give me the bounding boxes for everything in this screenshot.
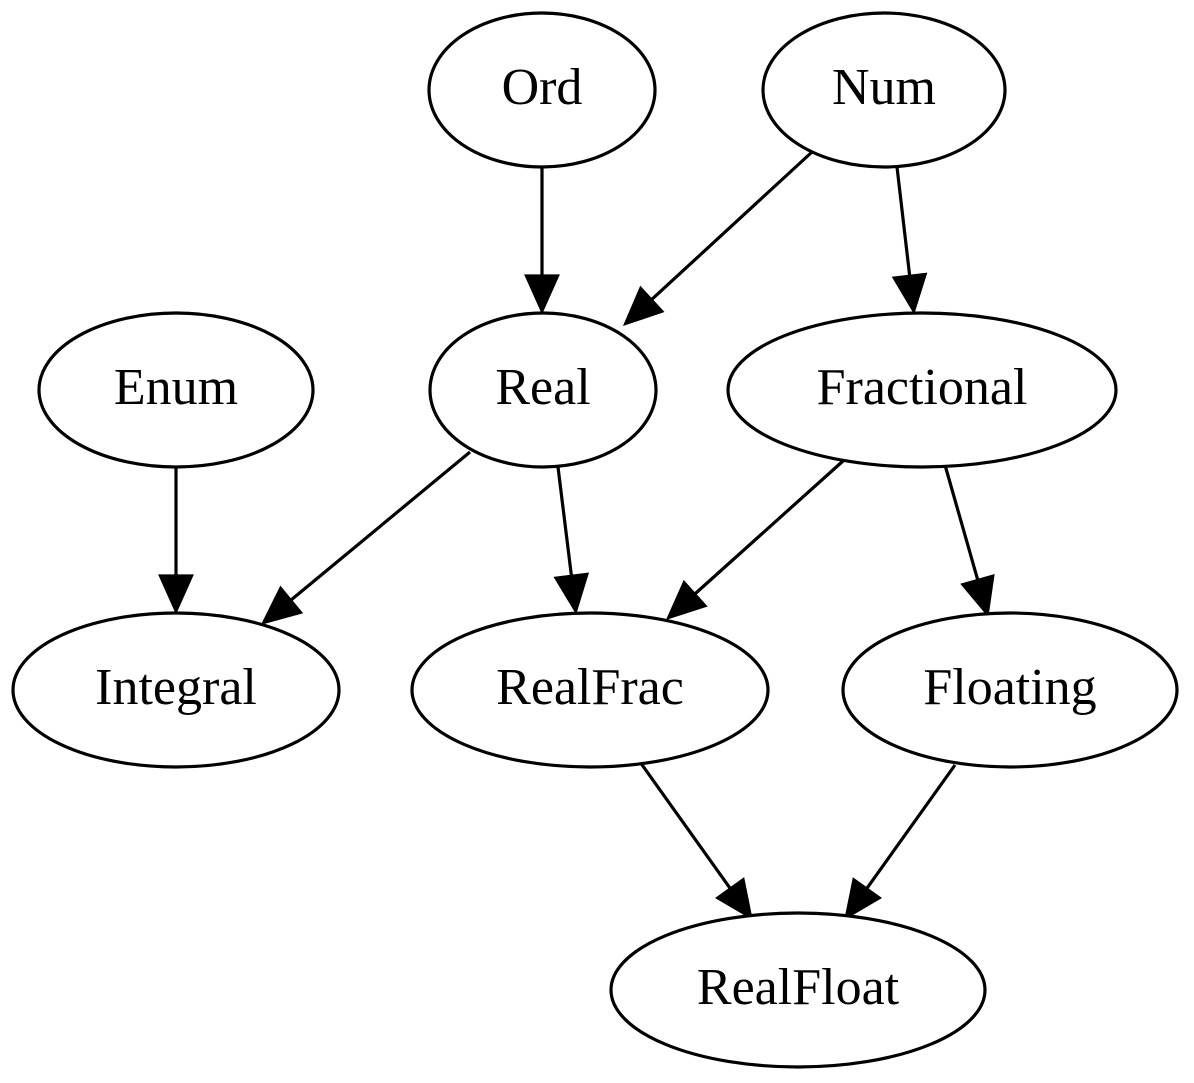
arrowhead-icon (665, 579, 708, 620)
arrowhead-icon (714, 877, 753, 921)
graph-node-realfloat[interactable]: RealFloat (609, 911, 987, 1069)
node-ellipse (11, 611, 341, 769)
edge-line (943, 464, 981, 586)
graph-edge-ord-real (524, 167, 560, 315)
edge-line (895, 166, 912, 282)
graph-edge-realfrac-realfloat (638, 761, 753, 921)
node-label: RealFloat (697, 959, 900, 1016)
node-label: Num (832, 59, 936, 116)
graph-node-integral[interactable]: Integral (11, 611, 341, 769)
node-label: Enum (114, 359, 238, 416)
graph-node-fractional[interactable]: Fractional (726, 311, 1118, 469)
graph-edge-num-real (622, 150, 814, 326)
edge-line (862, 764, 957, 894)
graph-edge-num-fractional (891, 166, 928, 315)
node-ellipse (410, 611, 770, 769)
graph-edge-fractional-realfrac (665, 459, 845, 620)
graph-node-enum[interactable]: Enum (37, 311, 315, 469)
graph-edge-real-integral (260, 450, 472, 625)
edge-line (285, 450, 472, 605)
edge-line (646, 150, 814, 305)
arrowhead-icon (891, 272, 928, 315)
node-ellipse (841, 611, 1179, 769)
graph-node-realfrac[interactable]: RealFrac (410, 611, 770, 769)
graph-edge-enum-integral (158, 467, 194, 615)
node-label: Integral (95, 659, 257, 716)
node-label: Real (495, 359, 590, 416)
arrowhead-icon (844, 877, 883, 921)
node-ellipse (761, 11, 1007, 169)
graph-node-floating[interactable]: Floating (841, 611, 1179, 769)
node-label: Floating (923, 659, 1096, 716)
node-ellipse (427, 11, 657, 169)
edge-line (638, 761, 735, 894)
arrowhead-icon (553, 572, 590, 615)
node-ellipse (428, 311, 658, 469)
edge-line (689, 459, 845, 599)
graph-edge-real-realfrac (553, 466, 590, 615)
graph-node-num[interactable]: Num (761, 11, 1007, 169)
graph-node-real[interactable]: Real (428, 311, 658, 469)
edge-line (556, 466, 574, 582)
graph-edge-fractional-floating (943, 464, 995, 618)
node-ellipse (609, 911, 987, 1069)
graph-node-ord[interactable]: Ord (427, 11, 657, 169)
node-ellipse (726, 311, 1118, 469)
edges-layer (158, 150, 995, 921)
arrowhead-icon (960, 573, 995, 618)
arrowhead-icon (260, 585, 304, 625)
graph-edge-floating-realfloat (844, 764, 957, 921)
arrowhead-icon (524, 274, 560, 315)
node-label: Fractional (817, 359, 1028, 416)
arrowhead-icon (622, 285, 665, 326)
arrowhead-icon (158, 574, 194, 615)
node-label: RealFrac (496, 659, 684, 716)
node-label: Ord (502, 59, 583, 116)
node-ellipse (37, 311, 315, 469)
